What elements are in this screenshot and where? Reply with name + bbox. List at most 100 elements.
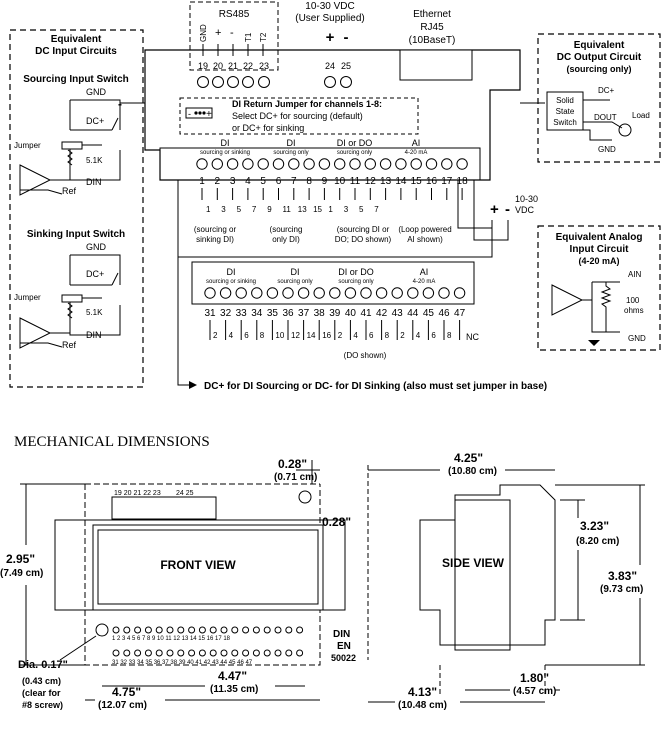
base-terminal-1: 1: [199, 176, 205, 187]
state-label: State: [556, 107, 575, 116]
base-channel-10: 5: [359, 205, 364, 214]
exp-screw-42: [375, 287, 388, 299]
mount-hole-left-icon: [95, 623, 109, 637]
exp-terminal-34: 34: [251, 308, 263, 319]
top-screw-24: [324, 76, 336, 88]
exp-group-2-sub: sourcing only: [338, 279, 373, 285]
base-channel-1: 3: [221, 205, 226, 214]
vdc-plus: +: [490, 201, 499, 218]
ain-label: AIN: [628, 270, 642, 279]
exp-channel-12: 2: [400, 331, 405, 340]
sinking-switch-title: Sinking Input Switch: [27, 229, 125, 240]
top-terminal-24: 24: [325, 61, 335, 71]
dim-028a-1: 0.28": [278, 457, 307, 471]
note-sourcing-1: (sourcing or: [194, 225, 237, 234]
front-exp-terms: 31 32 33 34 35 36 37 38 39 40 41 42 43 4…: [112, 660, 253, 666]
switch-label: Switch: [553, 118, 577, 127]
dim-017-1: Dia. 0.17": [18, 659, 68, 671]
exp-channel-9: 4: [353, 331, 358, 340]
note-dido-1: (sourcing DI or: [337, 225, 390, 234]
exp-screw-31: [204, 287, 216, 299]
sourcing-din-label: DIN: [86, 177, 102, 187]
base-terminal-14: 14: [395, 176, 407, 187]
dc-input-title-2: DC Input Circuits: [35, 46, 117, 57]
exp-terminal-43: 43: [392, 308, 404, 319]
front-view-label: FRONT VIEW: [160, 558, 236, 572]
base-channel-6: 13: [298, 205, 307, 214]
top-screw-21: [227, 76, 239, 88]
top-screw-25: [340, 76, 352, 88]
exp-screw-40: [344, 287, 357, 299]
dc-input-circuits-panel: Equivalent DC Input Circuits Sourcing In…: [9, 29, 144, 388]
analog-title-1: Equivalent Analog: [556, 232, 643, 243]
exp-channel-15: 8: [447, 331, 452, 340]
exp-screw-32: [219, 287, 232, 299]
lamp-icon: [618, 123, 632, 137]
top-terminal-23: 23: [259, 61, 269, 71]
base-screw-16: [425, 158, 438, 170]
base-channel-3: 7: [252, 205, 257, 214]
exp-group-3-name: AI: [420, 267, 429, 277]
dc-output-circuit-panel: Equivalent DC Output Circuit (sourcing o…: [537, 33, 661, 163]
exp-screw-46: [438, 287, 450, 299]
dc-output-title-2: DC Output Circuit: [557, 52, 642, 63]
bottom-note: DC+ for DI Sourcing or DC- for DI Sinkin…: [204, 381, 547, 392]
dim-425-1: 4.25": [454, 451, 483, 465]
base-terminal-4: 4: [245, 176, 251, 187]
base-channel-5: 11: [283, 205, 292, 214]
base-screw-11: [349, 158, 361, 170]
side-view-label: SIDE VIEW: [442, 556, 505, 570]
rs485-label: RS485: [219, 9, 250, 20]
rs485-pin-3: T1: [244, 32, 253, 42]
exp-terminal-31: 31: [204, 308, 216, 319]
exp-terminal-32: 32: [220, 308, 232, 319]
sinking-dcplus-label: DC+: [86, 269, 104, 279]
base-terminal-3: 3: [230, 176, 236, 187]
base-screw-4: [242, 158, 254, 170]
exp-group-0-name: DI: [227, 267, 236, 277]
solid-label: Solid: [556, 96, 574, 105]
dim-295-2: (7.49 cm): [0, 568, 43, 579]
base-group-3-sub: 4-20 mA: [405, 150, 428, 156]
top-screw-19: [197, 76, 209, 88]
exp-group-0-sub: sourcing or sinking: [206, 279, 256, 285]
dim-017-2: (0.43 cm): [22, 676, 61, 686]
top-terminal-25: 25: [341, 61, 351, 71]
exp-screw-39: [329, 287, 341, 299]
base-terminal-18: 18: [457, 176, 469, 187]
dim-383-1: 3.83": [608, 569, 637, 583]
dim-323-1: 3.23": [580, 519, 609, 533]
exp-channel-10: 6: [369, 331, 374, 340]
dim-295-1: 2.95": [6, 552, 35, 566]
sinking-jumper-label: Jumper: [14, 293, 41, 302]
base-channel-11: 7: [374, 205, 379, 214]
din-label-1: DIN: [333, 629, 350, 640]
base-channel-8: 1: [328, 205, 333, 214]
exp-terminal-33: 33: [236, 308, 248, 319]
dim-413-2: (10.48 cm): [398, 700, 447, 711]
top-terminal-22: 22: [243, 61, 253, 71]
dim-475-2: (12.07 cm): [98, 700, 147, 711]
sinking-gnd-label: GND: [86, 242, 107, 252]
jumper-line-1: Select DC+ for sourcing (default): [232, 111, 363, 121]
exp-channel-0: 2: [213, 331, 218, 340]
din-label-2: EN: [337, 641, 351, 652]
base-group-0-sub: sourcing or sinking: [200, 150, 250, 156]
exp-screw-36: [282, 287, 294, 299]
base-channel-4: 9: [267, 205, 272, 214]
base-screw-7: [288, 158, 300, 170]
out-gnd-label: GND: [598, 145, 616, 154]
exp-terminal-40: 40: [345, 308, 357, 319]
base-channel-0: 1: [206, 205, 211, 214]
mount-hole-right-icon: [298, 490, 312, 504]
base-group-2-sub: sourcing only: [337, 150, 372, 156]
base-channel-9: 3: [344, 205, 349, 214]
jumper-plus: +: [206, 109, 212, 120]
exp-screw-33: [235, 287, 247, 299]
expansion-terminal-screws: [204, 287, 466, 299]
power-label-1: 10-30 VDC: [305, 1, 354, 12]
